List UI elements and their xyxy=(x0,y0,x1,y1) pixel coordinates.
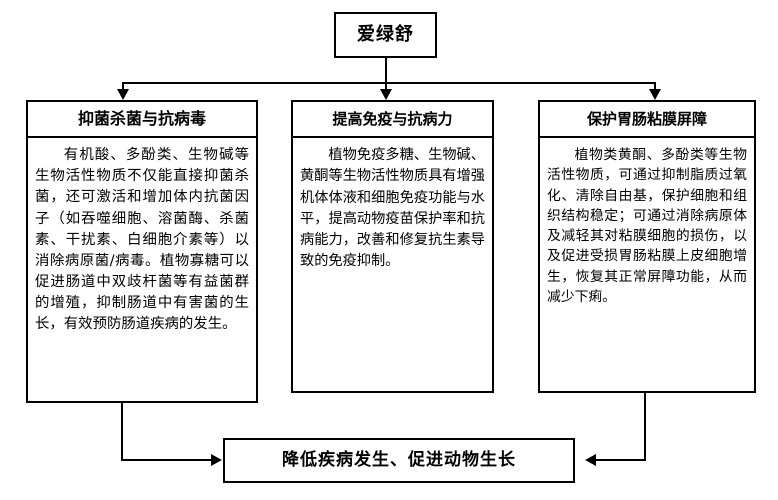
branch-heading-label: 抑菌杀菌与抗病毒 xyxy=(77,109,206,128)
arrow-right-icon-outcome xyxy=(211,454,222,466)
left-merge-horizontal-line xyxy=(121,459,213,461)
branch-node-antibacterial: 抑菌杀菌与抗病毒 有机酸、多酚类、生物碱等生物活性物质不仅能直接抑菌杀菌，还可激… xyxy=(26,100,258,403)
branch-heading-label: 提高免疫与抗病力 xyxy=(332,109,453,128)
outcome-node-label: 降低疾病发生、促进动物生长 xyxy=(282,450,516,470)
arrow-down-icon-left xyxy=(117,89,129,100)
arrow-down-icon-right xyxy=(649,89,661,100)
arrow-down-icon-middle xyxy=(380,89,392,100)
right-merge-horizontal-line xyxy=(596,459,646,461)
root-node-label: 爱绿舒 xyxy=(357,24,414,45)
branch-body-immunity: 植物免疫多糖、生物碱、黄酮等生物活性物质具有增强机体体液和细胞免疫功能与水平，提… xyxy=(293,138,492,277)
branch-header-antibacterial: 抑菌杀菌与抗病毒 xyxy=(28,102,256,138)
outcome-node: 降低疾病发生、促进动物生长 xyxy=(223,438,575,483)
distribution-bar-line xyxy=(122,82,656,84)
branch-drop-line-left xyxy=(122,82,124,91)
root-stem-line xyxy=(385,58,387,83)
branch-header-immunity: 提高免疫与抗病力 xyxy=(293,102,492,138)
branch-drop-line-middle xyxy=(385,82,387,91)
branch-body-text: 有机酸、多酚类、生物碱等生物活性物质不仅能直接抑菌杀菌，还可激活和增加体内抗菌因… xyxy=(35,147,249,333)
branch-body-text: 植物类黄酮、多酚类等生物活性物质，可通过抑制脂质过氧化、清除自由基，保护细胞和组… xyxy=(547,147,747,305)
branch-heading-label: 保护胃肠粘膜屏障 xyxy=(586,109,707,128)
branch-body-antibacterial: 有机酸、多酚类、生物碱等生物活性物质不仅能直接抑菌杀菌，还可激活和增加体内抗菌因… xyxy=(28,138,256,340)
left-merge-vertical-line xyxy=(121,403,123,461)
branch-body-text: 植物免疫多糖、生物碱、黄酮等生物活性物质具有增强机体体液和细胞免疫功能与水平，提… xyxy=(300,147,485,270)
branch-header-mucosa: 保护胃肠粘膜屏障 xyxy=(540,102,754,138)
right-merge-vertical-line xyxy=(644,393,646,461)
root-node: 爱绿舒 xyxy=(334,12,437,58)
branch-node-mucosa: 保护胃肠粘膜屏障 植物类黄酮、多酚类等生物活性物质，可通过抑制脂质过氧化、清除自… xyxy=(538,100,756,393)
arrow-left-icon-outcome xyxy=(585,454,596,466)
branch-body-mucosa: 植物类黄酮、多酚类等生物活性物质，可通过抑制脂质过氧化、清除自由基，保护细胞和组… xyxy=(540,138,754,311)
branch-node-immunity: 提高免疫与抗病力 植物免疫多糖、生物碱、黄酮等生物活性物质具有增强机体体液和细胞… xyxy=(291,100,494,393)
branch-drop-line-right xyxy=(654,82,656,91)
